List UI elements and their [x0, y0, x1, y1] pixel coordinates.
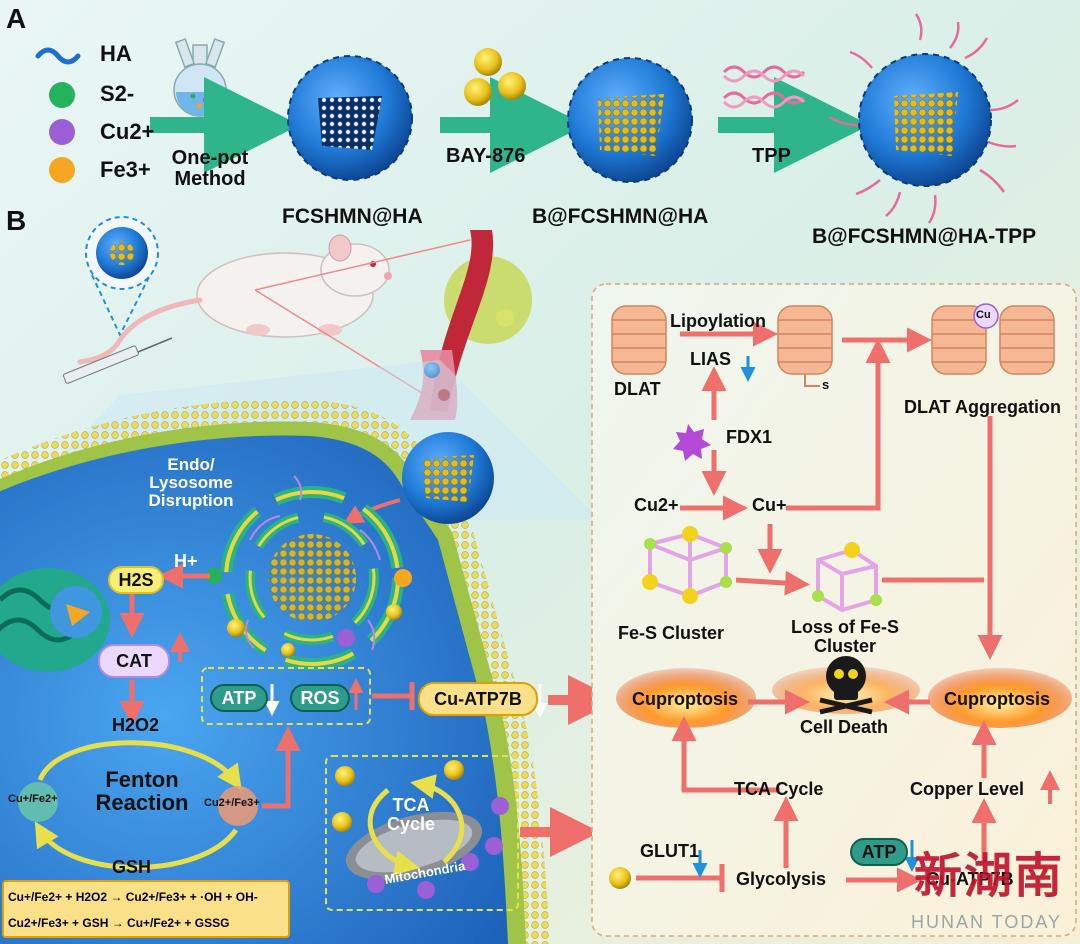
fenton-reaction-label: Fenton Reaction: [95, 767, 189, 816]
cuproptosis-left-label: Cuproptosis: [632, 689, 738, 709]
entering-nanoparticle: [402, 432, 494, 524]
cu-fe-reduced-sphere: [18, 782, 58, 822]
legend-fe-label: Fe3+: [100, 157, 151, 182]
step-one-pot-label: One-pot Method: [171, 147, 249, 190]
h-plus-label: H+: [174, 551, 198, 571]
sulfide-sphere-icon: [49, 82, 75, 108]
cu2-label: Cu2+: [634, 495, 679, 515]
fire-right-icon: [928, 668, 1072, 728]
tca-cycle-arrow-right: [410, 774, 465, 864]
loss-fes-label: Loss of Fe-S Cluster: [790, 617, 899, 656]
lias-label: LIAS: [690, 349, 732, 369]
fes-loss-icon: [812, 542, 882, 613]
fes-cluster-label: Fe-S Cluster: [618, 623, 725, 643]
watermark-en: HUNAN TODAY: [910, 912, 1062, 932]
fenton-cycle-top-arrow: [37, 740, 242, 791]
bay876-spheres-icon: [464, 48, 526, 106]
cell-death-label: Cell Death: [800, 717, 889, 737]
cu-fe-left-label: Cu+/Fe2+: [8, 793, 58, 805]
atp-pill: ATP: [210, 684, 268, 712]
tpp-nanoparticle-inset: [85, 216, 159, 338]
lipoylation-label: Lipoylation: [670, 311, 766, 331]
step-bay876-label: BAY-876: [446, 145, 526, 167]
zoom-line-1: [254, 239, 471, 291]
panel-b-label: B: [6, 205, 27, 236]
cu1-to-dlat-arrow: [786, 338, 891, 511]
ros-pill: ROS: [290, 684, 350, 712]
dlat-protein-left: [611, 305, 667, 375]
syringe-icon: [62, 337, 173, 384]
dlat-aggregation-label: DLAT Aggregation: [904, 397, 1061, 417]
glycolysis-label: Glycolysis: [736, 869, 827, 889]
sulfur-label: s: [822, 377, 830, 392]
legend-s-label: S2-: [100, 81, 135, 106]
tca-cycle-label: TCA Cycle: [734, 779, 824, 799]
tpp-strands-icon: [722, 65, 806, 109]
legend-ha-label: HA: [100, 41, 132, 66]
tca-box: [325, 755, 519, 911]
ros-inhibit-arrow: [372, 682, 415, 710]
dlat-label: DLAT: [614, 379, 661, 399]
gsh-label: GSH: [112, 857, 152, 877]
nanoparticle-fcshmn-ha: [287, 55, 413, 181]
zoom-line-2: [254, 289, 431, 399]
reaction-equations-box: Cu+/Fe2+ + H2O2 → Cu2+/Fe3+ + ·OH + OH- …: [2, 880, 290, 938]
tca-cycle-inner-label: TCA Cycle: [386, 795, 436, 834]
dlat-aggregate: [931, 303, 1055, 375]
atp-ros-box: [201, 667, 371, 725]
mouse-illustration: [77, 234, 392, 365]
cat-pill: CAT: [98, 644, 170, 678]
fes-loss-arrow: [735, 570, 810, 596]
glut1-inhibit-arrow: [636, 864, 725, 892]
fdx1-star-icon: [673, 424, 711, 461]
h2s-pill: H2S: [108, 566, 164, 594]
cuproptosis-right-label: Cuproptosis: [944, 689, 1050, 709]
legend-cu-label: Cu2+: [100, 119, 155, 144]
tumor-blood-vessel: [410, 230, 532, 420]
copper-level-label: Copper Level: [910, 779, 1025, 799]
glut1-label: GLUT1: [640, 841, 700, 861]
equation-2: Cu2+/Fe3+ + GSH → Cu+/Fe2+ + GSSG: [8, 916, 230, 930]
nanoparticle-b-fcshmn-ha: [567, 57, 693, 183]
copper-sphere-icon: [49, 119, 75, 145]
mitochondrion-organelle: [0, 568, 110, 672]
fdx1-label: FDX1: [726, 427, 773, 447]
h2o2-label: H2O2: [112, 715, 160, 735]
fire-left-icon: [616, 668, 756, 728]
iron-sphere-icon: [49, 157, 75, 183]
cu-fe-right-label: Cu2+/Fe3+: [204, 797, 260, 809]
cu-binding-label: Cu: [976, 309, 991, 321]
tca-cycle-arrow-left: [367, 788, 420, 876]
panel-a-label: A: [6, 3, 27, 34]
np3-label: B@FCSHMN@HA-TPP: [812, 225, 1037, 248]
nanoparticle-b-fcshmn-ha-tpp: [829, 13, 1019, 224]
atp-pill-right: ATP: [850, 838, 908, 866]
skull-icon: [819, 656, 873, 715]
tca-to-cuproptosis-arrow: [671, 716, 780, 793]
fenton-cycle-bottom-arrow: [34, 821, 239, 870]
dlat-protein-lipoylated: [777, 305, 833, 387]
equation-1: Cu+/Fe2+ + H2O2 → Cu2+/Fe3+ + ·OH + OH-: [8, 890, 258, 904]
endosome-disruption: [206, 475, 412, 670]
np2-label: B@FCSHMN@HA: [532, 205, 709, 228]
watermark-cn: 新湖南: [913, 848, 1064, 904]
pathway-box: [591, 283, 1077, 937]
cu-atp7b-right-label: Cu-ATP7B: [926, 869, 1014, 889]
wave-icon: [35, 47, 81, 65]
cu-atp7b-pill: Cu-ATP7B: [418, 682, 538, 716]
step-tpp-label: TPP: [752, 145, 791, 167]
endo-disruption-label: Endo/ Lysosome Disruption: [148, 455, 234, 510]
fes-cluster-icon: [642, 526, 732, 604]
fenton-to-ros-arrow: [262, 726, 301, 809]
cu1-label: Cu+: [752, 495, 787, 515]
cu-fe-oxidized-sphere: [218, 786, 258, 826]
flask-icon: [173, 38, 227, 117]
np1-label: FCSHMN@HA: [282, 205, 423, 228]
mitochondria-illustration: [345, 811, 483, 881]
glucose-sphere: [609, 867, 631, 889]
